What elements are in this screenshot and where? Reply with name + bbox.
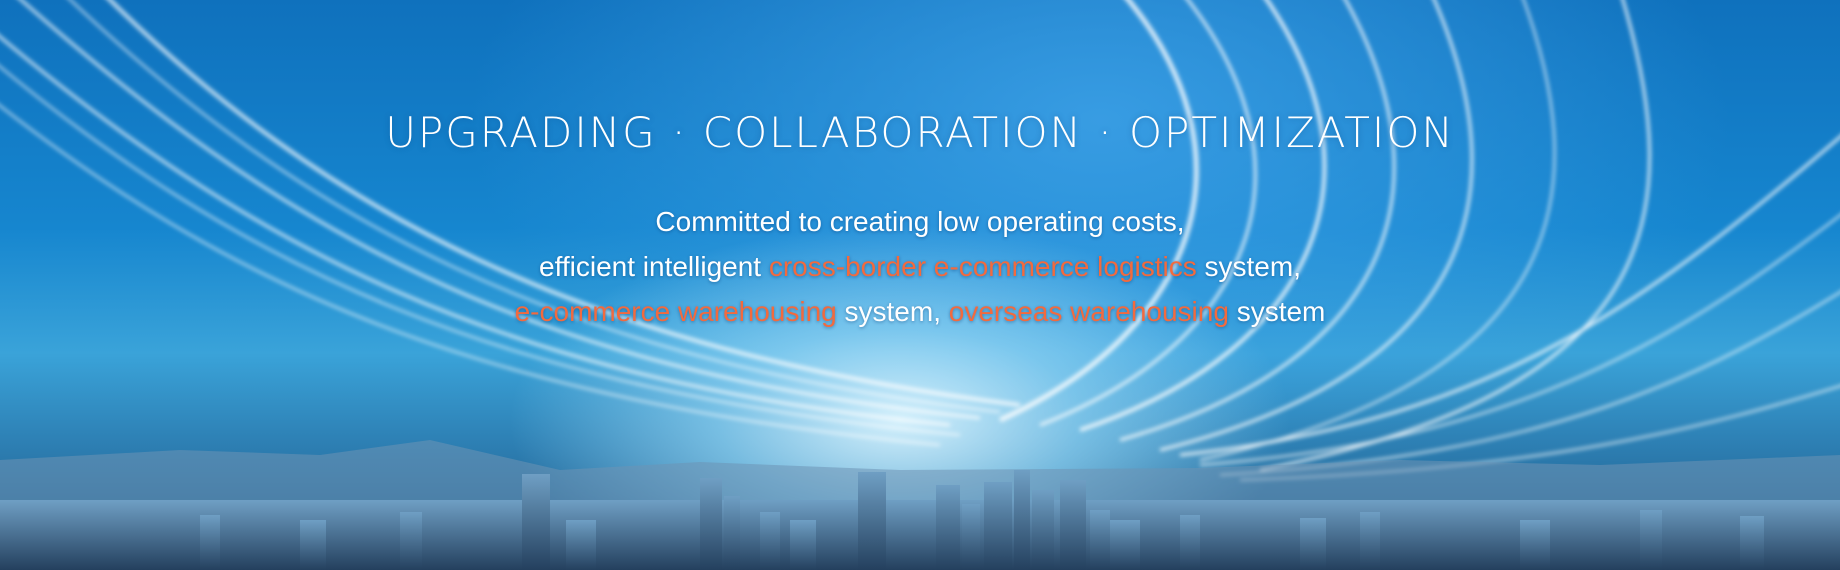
highlight-cross-border-logistics: cross-border e-commerce logistics [768,251,1197,282]
subtitle-line-1-text: Committed to creating low operating cost… [655,206,1185,237]
subtitle-line-2: efficient intelligent cross-border e-com… [0,251,1840,283]
highlight-overseas-warehousing: overseas warehousing [948,296,1229,327]
subtitle-line-3-text-b: system [1228,296,1326,327]
highlight-ecommerce-warehousing: e-commerce warehousing [514,296,837,327]
subtitle-line-2-text-a: efficient intelligent [539,251,769,282]
subtitle-line-1: Committed to creating low operating cost… [0,206,1840,238]
subtitle-line-3: e-commerce warehousing system, overseas … [0,296,1840,328]
subtitle-line-2-text-b: system, [1196,251,1301,282]
light-streaks-right [998,0,1840,481]
city-skyline [0,470,1840,570]
subtitle-line-3-text-a: system, [836,296,949,327]
banner-title: UPGRADING · COLLABORATION · OPTIMIZATION [385,108,1455,157]
light-streaks-left [0,0,1021,446]
